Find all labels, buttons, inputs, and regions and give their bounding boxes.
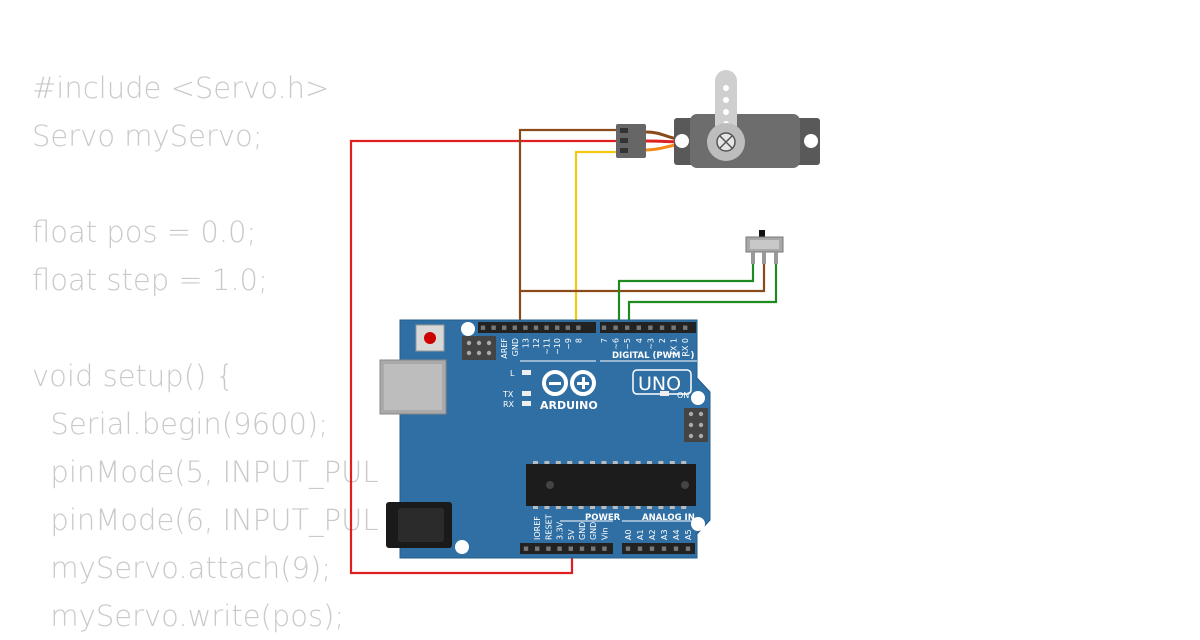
analog-pin-label: A4 <box>672 529 681 540</box>
code-line: myServo.attach(9); <box>32 551 332 585</box>
wire-brown-gnd-switch <box>521 252 766 293</box>
top-pin-label: 4 <box>635 338 644 343</box>
top-pin-label: ~9 <box>564 338 573 350</box>
analog-pin-label: A5 <box>684 529 693 540</box>
top-pin-label: ~11 <box>543 338 552 355</box>
arduino-brand: ARDUINO <box>540 399 598 412</box>
power-pin-label: Vin <box>600 527 609 540</box>
code-line: Serial.begin(9600); <box>32 407 329 441</box>
analog-pin-label: A3 <box>660 529 669 540</box>
top-pin-label: AREF <box>500 338 509 359</box>
top-pin-label: 8 <box>574 338 583 343</box>
analog-pin-label: A2 <box>648 529 657 540</box>
uno-logo-text: UNO <box>638 373 681 395</box>
power-pin-label: 3.3V <box>556 521 565 540</box>
top-pin-label: TX 1 <box>670 338 679 357</box>
power-pin-label: 5V <box>567 529 576 540</box>
slide-switch <box>745 230 784 264</box>
power-label: POWER <box>585 513 621 523</box>
on-label: ON <box>677 391 689 400</box>
power-pin-label: GND <box>589 522 598 540</box>
analog-pin-label: A1 <box>636 529 645 540</box>
top-pin-label: 2 <box>658 338 667 343</box>
code-line: void setup() { <box>32 359 234 393</box>
code-line: float step = 1.0; <box>32 263 268 297</box>
code-line: float pos = 0.0; <box>32 215 257 249</box>
analog-pin-label: A0 <box>624 529 633 540</box>
code-line: myServo.write(pos); <box>32 599 345 633</box>
analog-label: ANALOG IN <box>642 513 695 523</box>
power-pin-label: IOREF <box>533 516 542 540</box>
analog-header <box>622 543 695 554</box>
wire-red-5v <box>349 139 622 575</box>
digital-label: DIGITAL (PWM ~) <box>612 351 694 361</box>
top-pin-label: RX 0 <box>681 338 690 357</box>
icsp-header <box>462 336 496 360</box>
led-rx-label: RX <box>503 400 515 409</box>
wire-yellow-pin9 <box>574 150 622 326</box>
code-line: Servo myServo; <box>32 119 263 153</box>
servo-motor <box>616 70 820 168</box>
power-pin-label: RESET <box>544 514 553 540</box>
led-tx-label: TX <box>502 390 514 399</box>
top-pin-label: GND <box>511 338 520 356</box>
arduino-logo-icon <box>542 370 596 396</box>
code-line: pinMode(6, INPUT_PUL <box>32 503 379 537</box>
wire-green-pin6 <box>617 252 755 326</box>
icsp-header-right <box>684 408 708 442</box>
power-header <box>520 543 613 554</box>
led-l-label: L <box>510 369 515 378</box>
wire-brown-gnd-servo <box>518 128 622 326</box>
code-line: pinMode(5, INPUT_PUL <box>32 455 379 489</box>
top-pin-holes <box>480 325 688 330</box>
top-pin-label: 7 <box>600 338 609 343</box>
top-pin-label: 13 <box>521 338 530 348</box>
top-pin-label: ~3 <box>646 338 655 350</box>
wires <box>349 128 778 575</box>
digital-header-right <box>600 322 696 333</box>
top-pin-label: 12 <box>532 338 541 348</box>
microcontroller-chip <box>526 461 696 509</box>
code-listing: #include <Servo.h> Servo myServo; float po… <box>32 64 379 640</box>
top-pin-label: ~10 <box>553 338 562 355</box>
bottom-pin-holes <box>523 546 691 551</box>
power-pin-label: GND <box>578 522 587 540</box>
top-pin-label: ~6 <box>612 338 621 350</box>
code-line: #include <Servo.h> <box>32 71 330 105</box>
wire-green-pin5 <box>627 252 778 326</box>
top-pin-label: ~5 <box>623 338 632 350</box>
